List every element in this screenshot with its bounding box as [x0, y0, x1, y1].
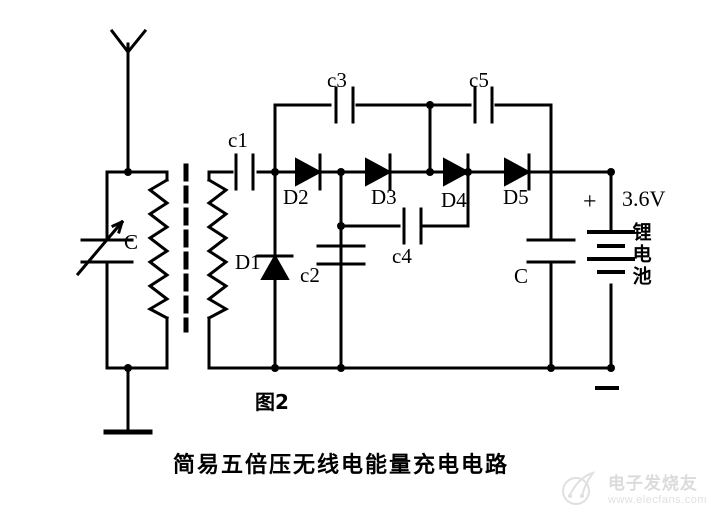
tank-circuit-wires: [105, 170, 169, 434]
label-D4: D4: [441, 188, 467, 212]
capacitor-c1: [234, 153, 255, 191]
battery-name-label: 锂电池: [628, 222, 652, 293]
junction-dots: [124, 101, 615, 372]
diode-D2: [273, 153, 343, 191]
figure-caption: 简易五倍压无线电能量充电电路: [173, 453, 510, 478]
battery-name-text: 锂电池: [629, 222, 652, 288]
capacitor-c2: [316, 244, 366, 266]
label-c2: c2: [300, 263, 320, 287]
node-a-branch: [273, 103, 332, 370]
capacitor-C-output: [526, 238, 576, 264]
label-c5: c5: [469, 68, 489, 92]
battery-voltage-label: 3.6V: [622, 186, 666, 211]
c5-rail: [494, 103, 553, 174]
coil-secondary: [206, 177, 230, 321]
battery-symbol: [587, 230, 635, 274]
label-c3: c3: [327, 68, 347, 92]
label-D2: D2: [283, 185, 309, 209]
label-D3: D3: [371, 185, 397, 209]
figure-number: 图2: [255, 390, 289, 414]
variable-capacitor-C: [75, 219, 134, 277]
capacitor-c3: [334, 86, 355, 124]
battery-plus-sign: +: [583, 189, 597, 215]
capacitor-c4: [402, 207, 423, 245]
capacitor-c5: [473, 86, 494, 124]
label-c4: c4: [392, 244, 412, 268]
coil-primary: [146, 177, 170, 321]
label-D5: D5: [503, 185, 529, 209]
label-tuning-capacitor-C: C: [124, 230, 139, 254]
diode-D3: [339, 153, 432, 191]
antenna-symbol: [109, 28, 148, 174]
label-D1: D1: [235, 250, 261, 274]
node-c-branch: [428, 103, 472, 174]
diode-D5: [501, 153, 613, 191]
label-c1: c1: [228, 128, 248, 152]
label-output-capacitor-C: C: [514, 264, 529, 288]
diode-D1: [256, 253, 294, 280]
